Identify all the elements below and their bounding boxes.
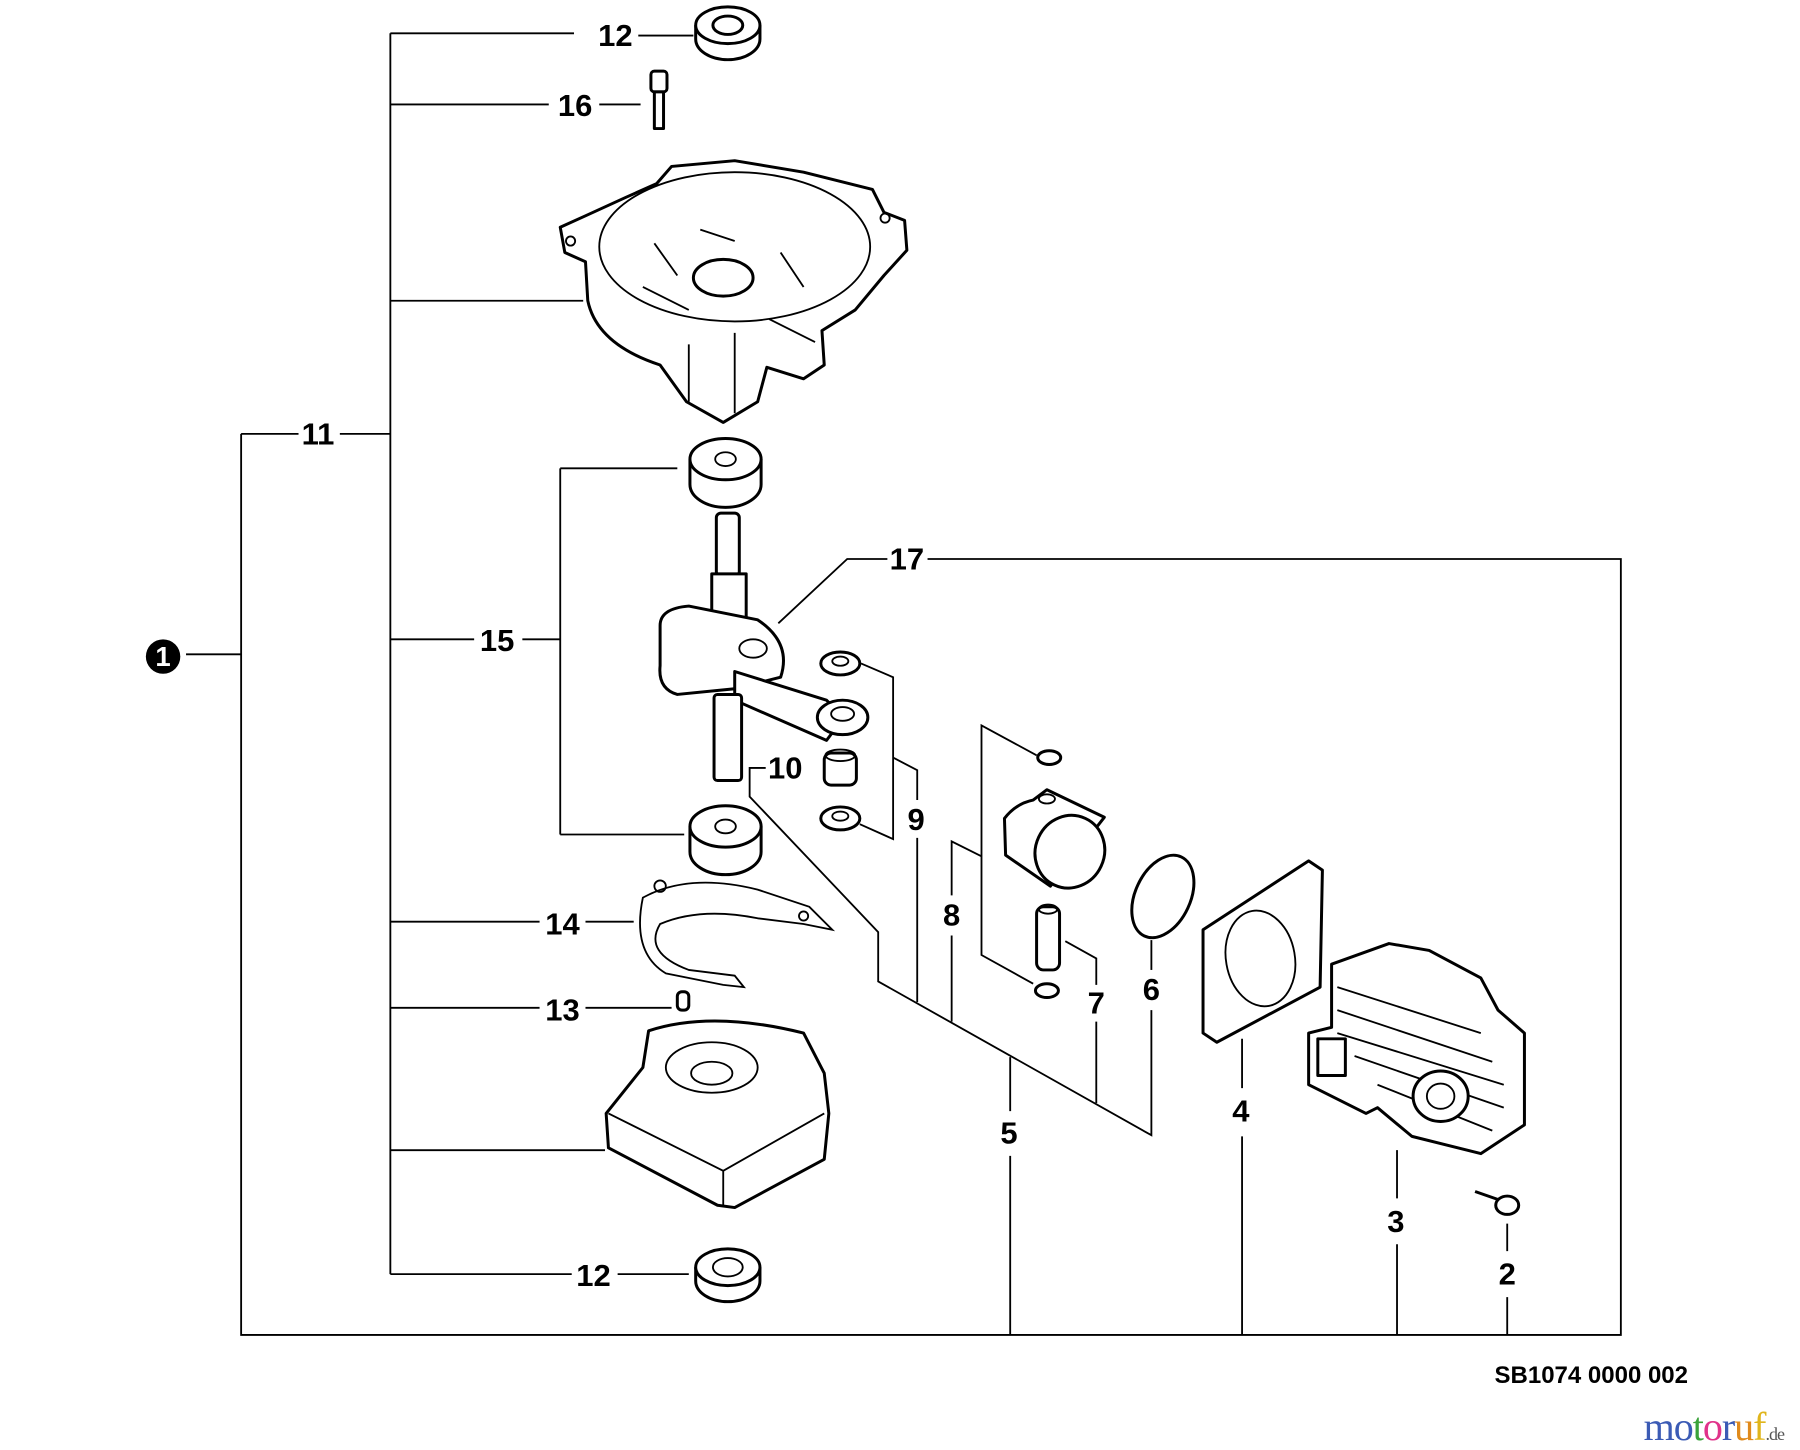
logo-text: motoruf <box>1643 1404 1767 1449</box>
label-3: 3 <box>1387 1204 1404 1239</box>
logo-letter: o <box>1673 1404 1694 1449</box>
label-9: 9 <box>907 802 924 837</box>
logo-letter: m <box>1643 1404 1675 1449</box>
logo-letter: f <box>1753 1404 1766 1449</box>
label-7: 7 <box>1088 986 1105 1021</box>
label-17: 17 <box>890 542 924 577</box>
crankcase-upper <box>558 159 909 424</box>
label-5: 5 <box>1000 1115 1017 1150</box>
washer-lower <box>819 805 862 832</box>
oil-seal-bottom <box>694 1247 762 1304</box>
label-2: 2 <box>1499 1257 1516 1292</box>
label-12-bottom: 12 <box>576 1258 610 1293</box>
gasket-crankcase <box>639 879 836 989</box>
needle-bearing <box>822 748 858 787</box>
cylinder <box>1307 942 1526 1156</box>
label-11: 11 <box>302 416 335 451</box>
dowel-pin <box>675 990 691 1012</box>
part-labels: 1 12 16 11 17 15 10 9 8 14 7 6 13 4 5 3 … <box>145 18 1516 1293</box>
washer-upper <box>819 650 862 677</box>
piston <box>1002 788 1107 890</box>
label-4: 4 <box>1232 1094 1250 1129</box>
ball-bearing-bottom <box>688 804 763 877</box>
motoruf-logo: motoruf.de <box>1643 1403 1785 1450</box>
label-16: 16 <box>558 88 592 123</box>
piston-pin <box>1035 903 1062 972</box>
circlip-bottom <box>1033 982 1060 999</box>
ball-bearing-top <box>688 436 763 509</box>
label-10: 10 <box>768 750 802 785</box>
assembly-number: 1 <box>155 641 170 672</box>
oil-seal-top <box>694 5 762 62</box>
piston-ring <box>1130 853 1196 940</box>
cylinder-gasket <box>1201 859 1324 1044</box>
logo-letter: r <box>1721 1404 1735 1449</box>
assembly-marker <box>145 639 181 674</box>
drawing-code: SB1074 0000 002 <box>1494 1362 1689 1389</box>
logo-suffix: .de <box>1765 1424 1785 1444</box>
circlip-top <box>1036 749 1063 766</box>
cylinder-bolt <box>1474 1190 1521 1216</box>
label-8: 8 <box>943 897 960 932</box>
leader-lines <box>186 32 1622 1336</box>
label-14: 14 <box>545 907 580 942</box>
logo-letter: u <box>1734 1404 1754 1449</box>
bolt <box>649 69 669 131</box>
crankcase-lower <box>604 1019 831 1210</box>
label-12-top: 12 <box>598 18 632 53</box>
label-6: 6 <box>1143 972 1160 1007</box>
crankshaft <box>658 511 870 783</box>
logo-letter: t <box>1692 1404 1704 1449</box>
label-15: 15 <box>480 623 514 658</box>
logo-letter: o <box>1702 1404 1723 1449</box>
label-13: 13 <box>545 993 579 1028</box>
